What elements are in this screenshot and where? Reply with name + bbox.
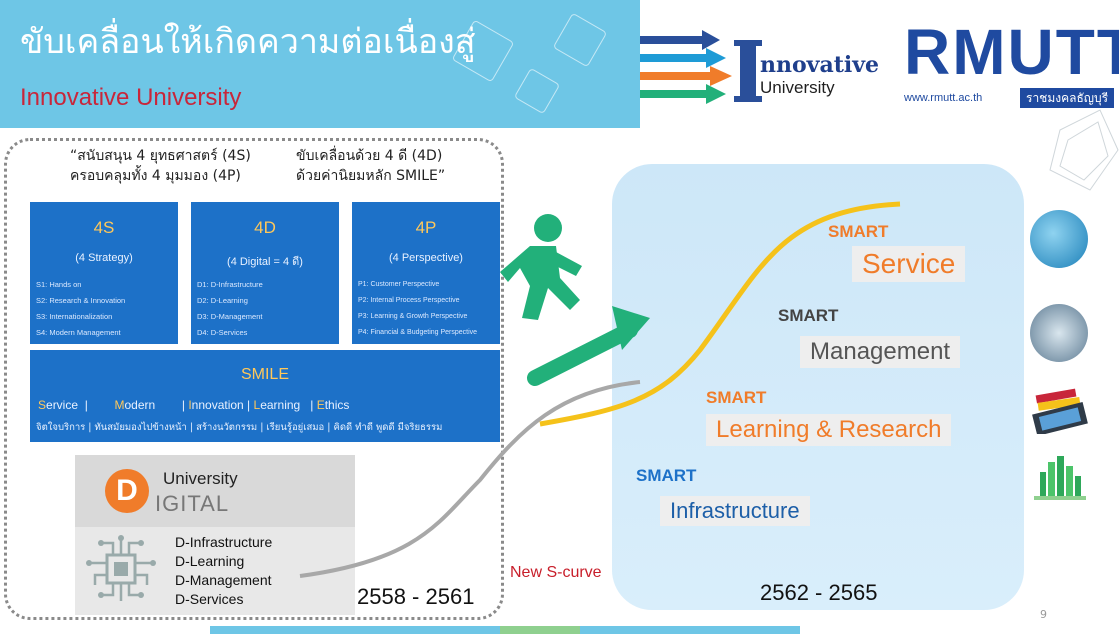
quote-line: ครอบคลุมทั้ง 4 มุมมอง (4P)	[70, 168, 241, 184]
green-arrow-icon	[527, 306, 650, 386]
smile-word: odern	[124, 398, 156, 412]
digital-logo-area: D University IGITAL	[75, 455, 355, 527]
year-range-left: 2558 - 2561	[357, 584, 475, 609]
smile-letter: L	[253, 398, 261, 412]
quote-line: ด้วยค่านิยมหลัก SMILE”	[296, 168, 446, 184]
logo-innovative-text: nnovative	[760, 52, 880, 78]
rmutt-logo: RMUTT	[904, 16, 1119, 88]
box-list: S1: Hands on S2: Research & Innovation S…	[36, 277, 125, 341]
books-tablet-icon	[1032, 388, 1088, 434]
digital-igital-label: IGITAL	[155, 491, 230, 516]
bottom-bar-blue-2	[580, 626, 800, 634]
list-item: D-Infrastructure	[175, 534, 273, 550]
grey-s-curve	[299, 380, 641, 578]
list-item: D4: D-Services	[197, 328, 248, 337]
service-hand-icon	[1030, 210, 1088, 268]
smile-thai-meaning: จิตใจบริการ | ทันสมัยมองไปข้างหน้า | สร้…	[36, 422, 443, 433]
box-sub: (4 Perspective)	[389, 252, 463, 264]
quote-left: “สนับสนุน 4 ยุทธศาสตร์ (4S) ครอบคลุมทั้ง…	[70, 146, 251, 186]
box-list: P1: Customer Perspective P2: Internal Pr…	[358, 277, 477, 341]
bottom-bar-blue	[210, 626, 500, 634]
smile-word: nnovation	[191, 398, 244, 412]
page-title-english: Innovative University	[20, 84, 242, 111]
list-item: S2: Research & Innovation	[36, 296, 126, 305]
list-item: P3: Learning & Growth Perspective	[358, 313, 468, 320]
smile-letter: S	[38, 398, 47, 412]
box-4p: 4P (4 Perspective) P1: Customer Perspect…	[352, 202, 500, 344]
list-item: D-Management	[175, 572, 272, 588]
quote-right: ขับเคลื่อนด้วย 4 ดี (4D) ด้วยค่านิยมหลัก…	[296, 146, 445, 186]
smile-word: ervice	[46, 398, 79, 412]
digital-list: D-Infrastructure D-Learning D-Management…	[175, 533, 272, 609]
smile-values: Service | Modern | Innovation | Learning…	[38, 398, 349, 412]
innovative-arrows-icon	[640, 30, 732, 104]
left-frame	[4, 138, 504, 620]
bottom-bar-green	[500, 626, 580, 634]
digital-university-box: D University IGITAL D-Infrastructure D-L…	[75, 455, 355, 615]
smart-label-management: SMART	[778, 306, 839, 325]
smart-infrastructure: Infrastructure	[660, 496, 810, 526]
new-s-curve-label: New S-curve	[510, 564, 602, 581]
smart-service: Service	[852, 246, 966, 282]
list-item: P4: Financial & Budgeting Perspective	[358, 329, 478, 336]
list-item: P1: Customer Perspective	[358, 281, 440, 288]
digital-university-label: University	[163, 469, 238, 488]
box-sub: (4 Digital = 4 ดี)	[227, 256, 303, 268]
list-item: D2: D-Learning	[197, 296, 248, 305]
page-title-thai: ขับเคลื่อนให้เกิดความต่อเนื่องสู่	[20, 22, 476, 62]
city-growth-icon	[1034, 456, 1086, 500]
box-head: 4S	[93, 218, 115, 237]
list-item: S1: Hands on	[36, 280, 82, 289]
runner-icon	[500, 214, 582, 320]
smile-box: SMILE Service | Modern | Innovation | Le…	[30, 350, 500, 442]
logo-university-text: University	[760, 78, 835, 97]
smile-letter: I	[188, 398, 192, 412]
smile-separator: |	[243, 398, 254, 412]
smile-letter: E	[316, 398, 325, 412]
management-handshake-icon	[1030, 304, 1088, 362]
smile-separator: |	[78, 398, 115, 412]
box-head: 4D	[254, 218, 276, 237]
year-range-right: 2562 - 2565	[760, 580, 878, 605]
quote-line: “สนับสนุน 4 ยุทธศาสตร์ (4S)	[70, 148, 251, 164]
list-item: D1: D-Infrastructure	[197, 280, 263, 289]
smart-label-service: SMART	[828, 222, 889, 241]
box-list: D1: D-Infrastructure D2: D-Learning D3: …	[197, 277, 263, 341]
smile-letter: M	[114, 398, 125, 412]
list-item: S4: Modern Management	[36, 328, 121, 337]
smile-title: SMILE	[240, 366, 289, 383]
smart-label-learning: SMART	[706, 388, 767, 407]
digital-d-logo: D	[105, 469, 149, 513]
list-item: S3: Internationalization	[36, 312, 113, 321]
box-sub: (4 Strategy)	[75, 252, 133, 264]
header-banner	[0, 0, 640, 128]
list-item: D-Services	[175, 591, 244, 607]
page-number: 9	[1040, 608, 1047, 621]
list-item: P2: Internal Process Perspective	[358, 297, 460, 304]
smile-separator: |	[300, 398, 317, 412]
quote-line: ขับเคลื่อนด้วย 4 ดี (4D)	[296, 148, 443, 164]
box-head: 4P	[415, 218, 437, 237]
decorative-hexagons	[1049, 109, 1119, 191]
rmutt-url: www.rmutt.ac.th	[904, 92, 983, 104]
circuit-chip-icon	[86, 535, 156, 601]
smart-learning-research: Learning & Research	[706, 414, 952, 446]
yellow-s-curve	[539, 201, 901, 427]
rmutt-tagline: ราชมงคลธัญบุรี	[1020, 88, 1115, 108]
box-4s: 4S (4 Strategy) S1: Hands on S2: Researc…	[30, 202, 178, 344]
smart-management: Management	[800, 336, 961, 368]
box-4d: 4D (4 Digital = 4 ดี) D1: D-Infrastructu…	[191, 202, 339, 344]
innovative-i-logo	[734, 40, 762, 102]
smile-separator: |	[155, 398, 189, 412]
smile-word: thics	[324, 398, 350, 412]
smart-label-infrastructure: SMART	[636, 466, 697, 485]
list-item: D-Learning	[175, 553, 245, 569]
smile-word: earning	[260, 398, 301, 412]
list-item: D3: D-Management	[197, 312, 263, 321]
smart-panel	[612, 164, 1024, 610]
